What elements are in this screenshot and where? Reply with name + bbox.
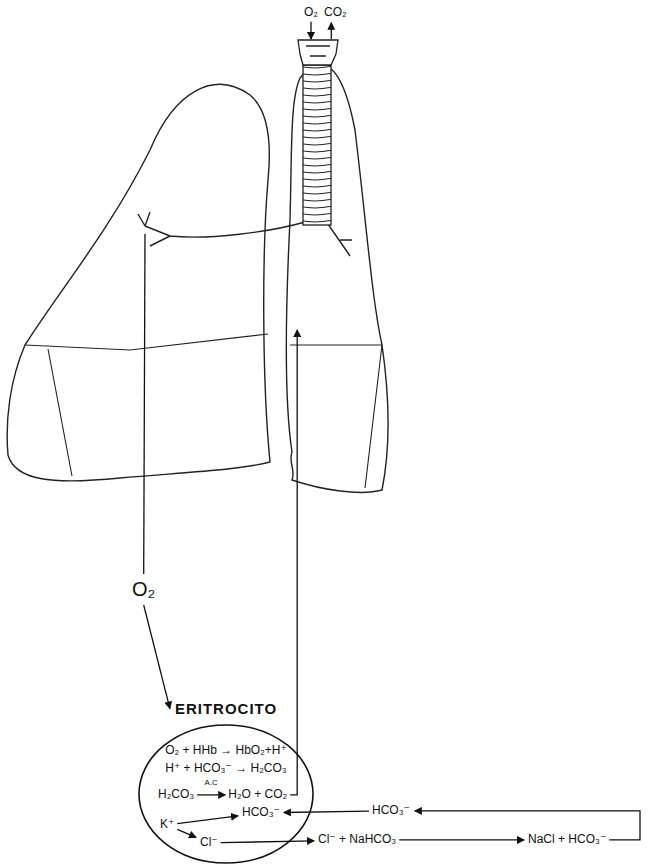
ion: HCO₃⁻ [242,806,280,820]
reaction-arrow [197,794,225,795]
co2-line [290,330,297,795]
product: H₂O + CO₂ [228,788,287,802]
leader-line [144,234,145,574]
trachea [303,65,331,225]
exchange-arrow [177,816,238,824]
exhale-arrow [331,23,332,39]
gas-label: O₂ [132,578,155,601]
gas-label: O₂ [304,6,318,20]
right-bronchus [328,224,352,256]
bicarbonate-return-line [415,811,640,840]
ion-label: HCO₃⁻ [372,804,410,818]
erythrocyte-cell: ERITROCITOO₂ + HHb → HbO₂+H⁺H⁺ + HCO₃⁻ →… [138,724,314,864]
inhale-arrow [310,22,311,39]
exchange-arrow [177,829,196,837]
reactant: H₂CO₃ [158,788,194,802]
cell-heading: ERITROCITO [175,700,277,717]
ion: Cl⁻ [200,836,218,850]
lung-fissure [290,345,382,488]
reaction: H⁺ + HCO₃⁻ → H₂CO₃ [165,762,286,776]
oxygen-arrow [144,605,170,709]
reaction-arrow [399,839,524,840]
reaction: O₂ + HHb → HbO₂+H⁺ [165,744,287,758]
ion: K⁺ [160,818,174,832]
bicarbonate-arrow [284,811,369,812]
left-bronchus [138,212,305,246]
gas-label: CO₂ [324,6,347,20]
larynx [298,40,338,65]
left-lung [7,84,270,480]
chloride-arrow [221,841,314,843]
reaction-label: NaCl + HCO₃⁻ [528,833,606,847]
reaction-label: Cl⁻ + NaHCO₃ [318,833,396,847]
enzyme-label: A.C [205,778,218,787]
lung-fissure [25,334,268,476]
right-lung [287,65,389,493]
